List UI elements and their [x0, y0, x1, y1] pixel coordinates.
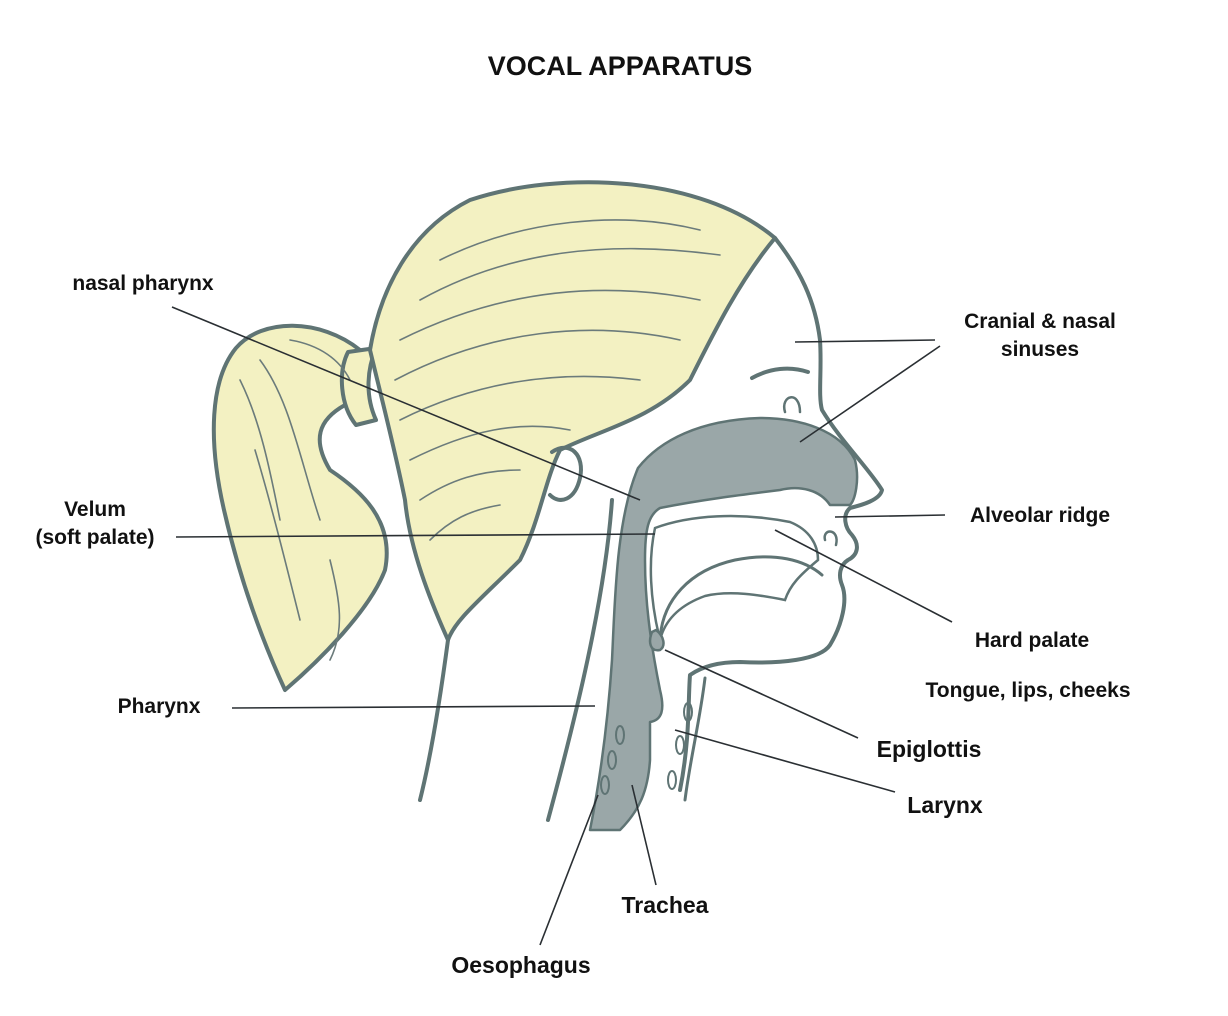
leader-oesophagus	[539, 794, 599, 946]
throat-back	[546, 498, 614, 822]
label-cranial-sinuses-line1: Cranial & nasal	[964, 310, 1116, 333]
label-cranial-sinuses-line2: sinuses	[1001, 338, 1079, 361]
trachea-front-wall	[683, 676, 707, 802]
leader-epiglottis	[664, 649, 859, 739]
label-velum-line1: Velum	[64, 498, 126, 521]
leader-larynx	[674, 729, 896, 793]
hair-band	[339, 346, 378, 427]
leader-alveolar-ridge	[834, 514, 946, 518]
ear	[548, 445, 583, 502]
leader-nasal-pharynx	[171, 306, 641, 501]
lower-tooth	[823, 530, 838, 547]
label-pharynx: Pharynx	[118, 695, 201, 718]
label-nasal-pharynx: nasal pharynx	[72, 272, 214, 295]
leader-pharynx	[231, 705, 596, 709]
face-profile	[678, 236, 884, 792]
hair-strands	[239, 219, 721, 661]
back-of-neck	[418, 638, 450, 802]
tongue	[658, 555, 824, 642]
labels: nasal pharynx Cranial & nasal sinuses Ve…	[35, 272, 1130, 978]
epiglottis-shape	[648, 628, 665, 652]
label-larynx: Larynx	[907, 792, 983, 818]
leader-velum	[175, 533, 656, 538]
upper-tooth	[782, 396, 802, 414]
label-trachea: Trachea	[622, 892, 709, 918]
label-tongue-lips-cheeks: Tongue, lips, cheeks	[926, 679, 1131, 702]
hair	[368, 180, 777, 642]
leader-trachea	[631, 784, 657, 886]
label-oesophagus: Oesophagus	[451, 952, 590, 978]
head-illustration	[211, 180, 884, 832]
ponytail	[211, 323, 389, 692]
label-epiglottis: Epiglottis	[877, 736, 982, 762]
label-velum-line2: (soft palate)	[35, 526, 154, 549]
trachea-rings	[600, 702, 693, 795]
leader-cranial-sinuses-top	[794, 339, 936, 343]
leader-lines	[171, 306, 953, 946]
diagram-title: VOCAL APPARATUS	[488, 51, 753, 81]
label-alveolar-ridge: Alveolar ridge	[970, 504, 1110, 527]
eye	[750, 366, 810, 380]
label-hard-palate: Hard palate	[975, 629, 1089, 652]
oral-cavity	[649, 514, 820, 641]
leader-hard-palate	[774, 529, 953, 623]
vocal-tract	[588, 416, 859, 832]
leader-cranial-sinuses-bottom	[799, 345, 941, 443]
